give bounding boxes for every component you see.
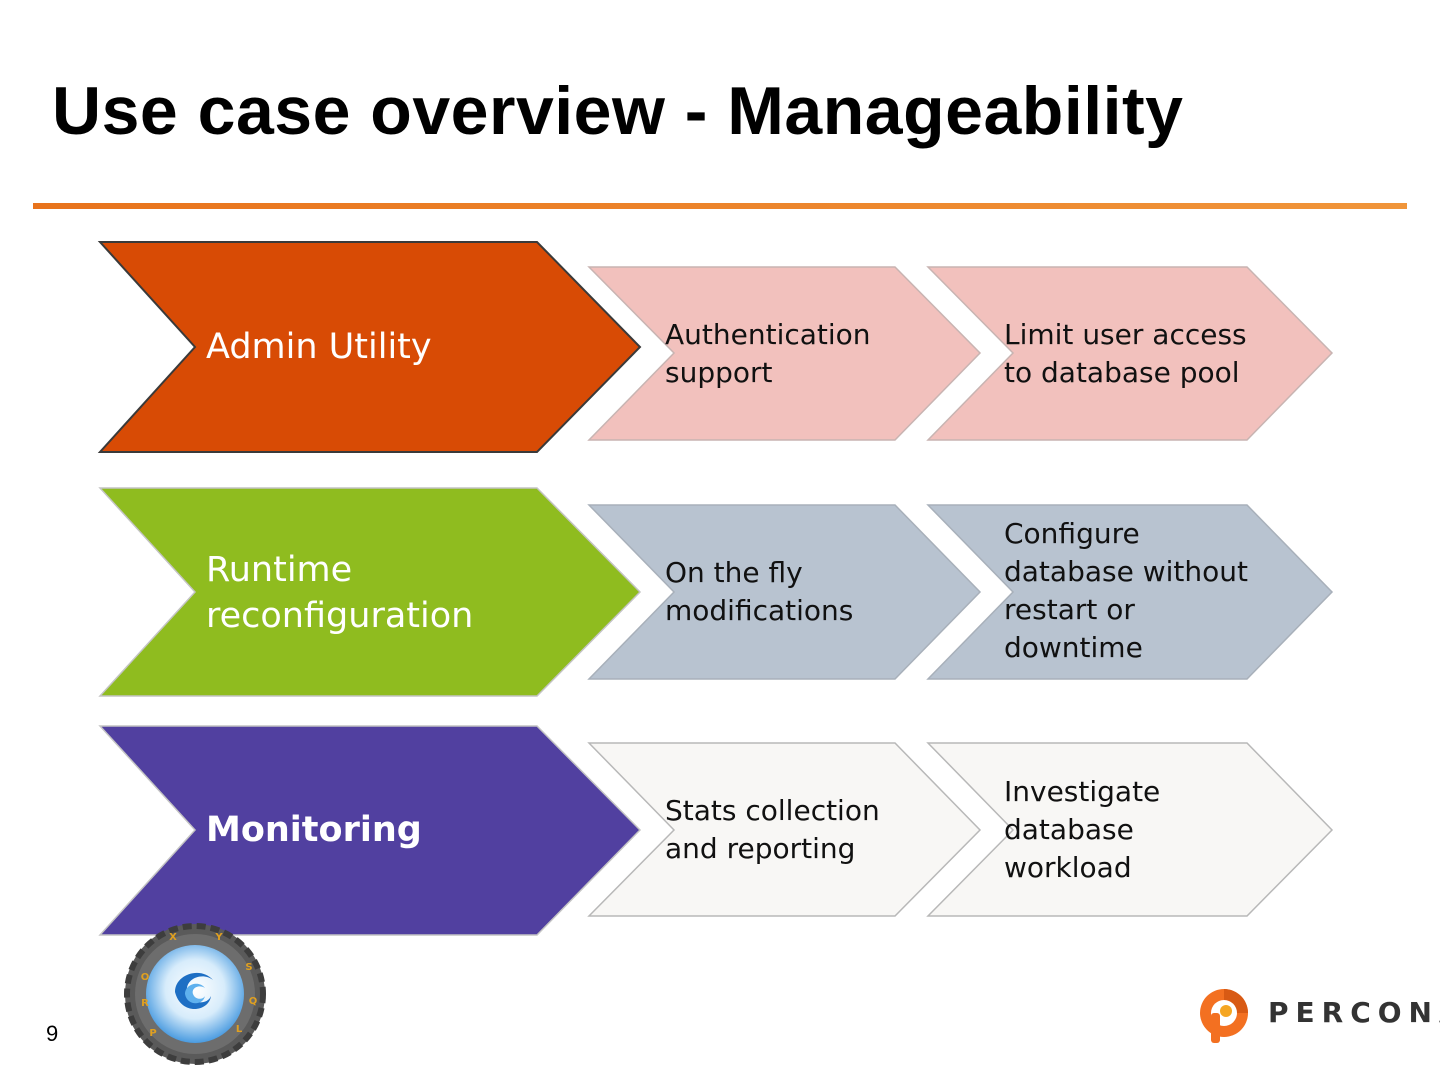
chevron-limit-user-access [926,266,1334,441]
svg-text:L: L [236,1024,243,1035]
page-number: 9 [46,1021,59,1046]
runtime-reconfiguration-label: Runtime reconfiguration [206,550,474,636]
on-the-fly-label: On the fly modifications [665,556,854,627]
limit-user-access-label: Limit user access to database pool [1004,318,1247,389]
slide-title: Use case overview - Manageability [52,73,1184,149]
chevron-investigate-workload [926,742,1334,917]
configure-database-label: Configure database without restart or do… [1004,517,1248,664]
svg-text:S: S [245,962,252,973]
percona-logo [1200,989,1248,1043]
admin-utility-label: Admin Utility [206,327,432,367]
chevron-on-the-fly-modifications [587,504,982,680]
svg-text:X: X [169,932,177,943]
chevron-admin-utility [97,241,642,453]
svg-text:O: O [141,972,150,983]
chevron-authentication-support [587,266,982,441]
monitoring-label: Monitoring [206,810,422,850]
svg-text:Y: Y [214,932,223,943]
chevron-configure-database [926,504,1334,680]
proxysql-logo: R O X Y S Q L P [124,923,266,1065]
authentication-support-label: Authentication support [665,318,871,389]
stats-collection-label: Stats collection and reporting [665,794,880,865]
title-divider [33,203,1407,209]
svg-text:Q: Q [249,996,258,1007]
investigate-workload-label: Investigate database workload [1004,775,1161,884]
chevron-runtime-reconfiguration [98,487,642,697]
chevron-monitoring [98,725,642,936]
percona-wordmark: PERCONA [1268,996,1440,1029]
svg-text:R: R [141,998,149,1009]
chevron-stats-collection [587,742,982,917]
svg-text:P: P [149,1028,156,1039]
